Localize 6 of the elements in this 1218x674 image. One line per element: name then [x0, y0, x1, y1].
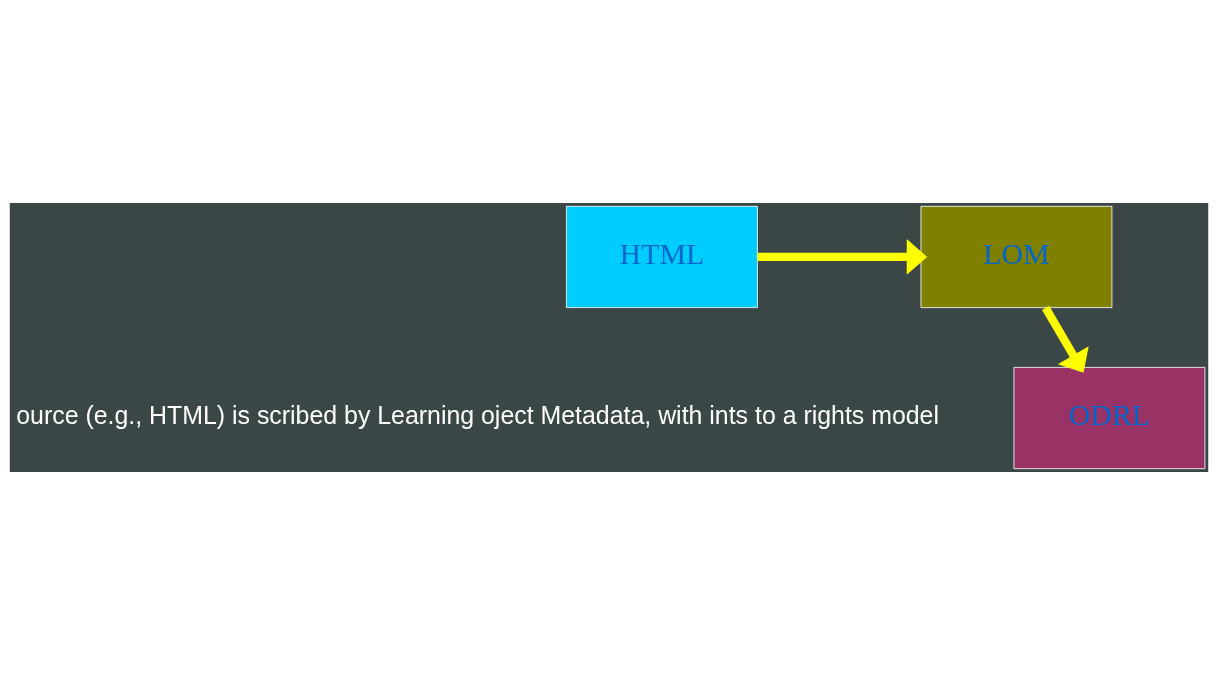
arrow	[1042, 305, 1089, 373]
node-box: ODRL	[1013, 366, 1206, 469]
node-box: LOM	[920, 205, 1113, 308]
node-box: HTML	[566, 205, 758, 308]
arrow	[757, 238, 928, 275]
label: ource (e.g., HTML) is scribed by Learning oject Metadata, with ints to a rights model	[16, 400, 939, 429]
